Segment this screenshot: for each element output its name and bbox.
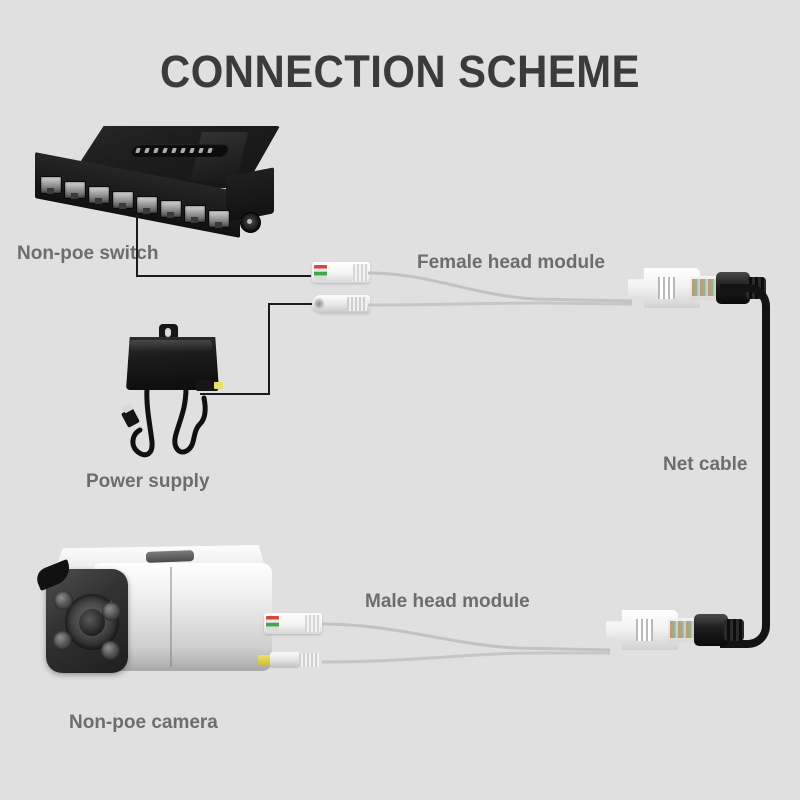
page-title: CONNECTION SCHEME [160,46,640,97]
wire-switch-down [136,215,138,277]
coupler-slots [658,277,675,299]
wire-power-to-female-dc [268,303,316,305]
female-module-y-cable [367,271,633,307]
female-module-rj45-connector [312,262,370,283]
rj45-boot [305,615,320,632]
dc-jack-hole [314,298,324,310]
power-supply-hanging-tab [159,324,178,339]
wire-power-right [200,393,270,395]
coupler-slots [636,619,653,641]
power-supply-highlight [130,340,212,352]
rj45-pins [266,616,279,631]
rj45-plug-housing [668,618,698,642]
camera-ir-led [54,591,73,610]
switch-rj45-port [160,200,182,218]
switch-power-jack [240,212,261,233]
camera-body-seam [170,567,172,667]
switch-rj45-port [208,210,230,228]
male-module-rj45-connector [264,613,322,634]
dc-plug-head [196,380,223,391]
wire-switch-to-female-rj45 [136,275,311,277]
rj45-pins [314,265,327,280]
ac-plug-head [121,403,140,428]
wire-power-up [268,303,270,395]
switch-rj45-port [184,205,206,223]
label-power-supply: Power supply [86,471,210,492]
dc-plug-tip [258,655,272,666]
male-module-y-cable [321,622,611,664]
dc-plug-rings [299,653,319,667]
power-supply [110,324,235,469]
net-cable [720,284,770,648]
rj45-plug-housing [690,276,720,300]
rj45-plug-strain-relief [724,619,744,641]
switch-rj45-port [40,176,62,194]
male-module-dc-plug [258,651,320,669]
switch-rj45-port [136,196,158,214]
label-male-head-module: Male head module [365,591,530,612]
switch-rj45-port [88,186,110,204]
camera-ir-led [102,602,121,621]
camera-front-face [46,569,128,673]
camera-ir-led [101,641,120,660]
power-supply-cables [121,380,223,458]
non-poe-switch [28,126,280,248]
non-poe-camera [18,545,280,700]
dc-plug-barrel [270,652,300,668]
dc-jack-rings [347,297,367,311]
switch-rj45-port [64,181,86,199]
camera-ir-led [53,631,72,650]
label-non-poe-camera: Non-poe camera [69,712,218,733]
rj45-plug-boot [694,614,728,646]
switch-rj45-port [112,191,134,209]
label-female-head-module: Female head module [417,252,605,273]
net-cable-rj45-plug-bottom [668,614,744,646]
label-net-cable: Net cable [663,454,748,475]
female-module-dc-jack [312,295,370,313]
rj45-boot [353,264,368,281]
label-non-poe-switch: Non-poe switch [17,243,159,264]
